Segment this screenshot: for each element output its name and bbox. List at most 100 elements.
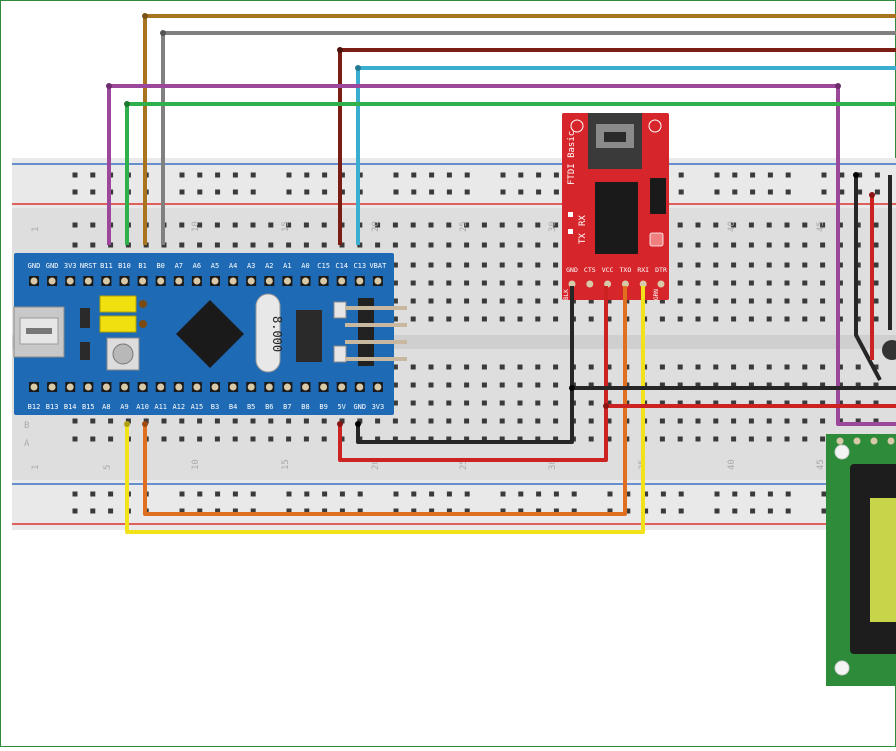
breadboard-hole — [802, 242, 808, 248]
rail-hole — [322, 491, 328, 497]
breadboard-hole — [713, 262, 719, 268]
ftdi-pin-pad — [639, 280, 647, 288]
ftdi-title: FTDI Basic — [567, 131, 577, 185]
stm32-top-pin-label: B1 — [138, 262, 146, 270]
potentiometer-icon — [882, 340, 896, 360]
rail-hole — [411, 189, 417, 195]
breadboard-hole — [428, 382, 434, 388]
rail-hole — [179, 491, 185, 497]
breadboard-hole — [179, 436, 185, 442]
breadboard-hole — [392, 222, 398, 228]
stm32-bottom-pin-label: A12 — [172, 403, 185, 411]
breadboard-hole — [464, 242, 470, 248]
rail-hole — [767, 491, 773, 497]
stm32-bottom-pin-label: A9 — [120, 403, 128, 411]
breadboard-hole — [481, 418, 487, 424]
breadboard-hole — [410, 436, 416, 442]
boot-jumper-1[interactable] — [99, 315, 137, 333]
breadboard-hole — [766, 418, 772, 424]
rail-hole — [429, 508, 435, 514]
rail-hole — [215, 508, 221, 514]
ftdi-chip-icon — [595, 182, 638, 254]
rail-hole — [464, 172, 470, 178]
row-letter-a: A — [24, 439, 30, 449]
reset-button-cap[interactable] — [112, 343, 134, 365]
breadboard-hole — [731, 222, 737, 228]
lcd-pins — [836, 437, 895, 445]
rail-hole — [446, 189, 452, 195]
rail-hole — [678, 508, 684, 514]
pin-pad — [302, 277, 309, 285]
breadboard-hole — [695, 316, 701, 322]
breadboard-hole — [357, 418, 363, 424]
breadboard-hole — [820, 364, 826, 370]
rail-hole — [767, 172, 773, 178]
rail-hole — [732, 172, 738, 178]
rail-hole — [750, 172, 756, 178]
pin-pad — [374, 277, 382, 285]
breadboard-hole — [517, 280, 523, 286]
breadboard-hole — [303, 242, 309, 248]
stm32-bottom-pin-label: B5 — [247, 403, 255, 411]
pin-pad — [211, 383, 219, 391]
breadboard-hole — [464, 400, 470, 406]
rail-hole — [72, 508, 78, 514]
ftdi-pin-pad — [568, 280, 576, 288]
rail-hole — [250, 508, 256, 514]
breadboard-hole — [517, 436, 523, 442]
rail-hole — [339, 189, 345, 195]
breadboard-hole — [855, 400, 861, 406]
breadboard-hole — [837, 364, 843, 370]
ftdi-pin-label: CTS — [584, 266, 596, 274]
breadboard-hole — [517, 418, 523, 424]
breadboard-hole — [748, 382, 754, 388]
rail-hole — [785, 172, 791, 178]
breadboard-hole — [837, 242, 843, 248]
breadboard-hole — [410, 242, 416, 248]
smd-component-icon — [80, 342, 90, 360]
column-number-bottom: 15 — [281, 459, 291, 470]
rail-hole — [660, 491, 666, 497]
rail-hole — [839, 172, 845, 178]
breadboard-hole — [410, 316, 416, 322]
breadboard-hole — [464, 364, 470, 370]
ftdi-pin-label: TXO — [620, 266, 632, 274]
swd-header-pins — [345, 306, 407, 361]
pin-pad — [247, 277, 255, 285]
rail-hole — [874, 172, 880, 178]
rail-hole — [393, 189, 399, 195]
rail-hole — [286, 491, 292, 497]
breadboard-hole — [784, 298, 790, 304]
rail-hole — [411, 508, 417, 514]
breadboard-hole — [695, 242, 701, 248]
rail-hole — [767, 189, 773, 195]
pin-pad — [175, 277, 183, 285]
breadboard-hole — [197, 222, 203, 228]
breadboard-hole — [606, 400, 612, 406]
breadboard-hole — [232, 418, 238, 424]
pin-pad — [229, 383, 237, 391]
column-number-bottom: 5 — [103, 465, 113, 470]
rail-hole — [500, 508, 506, 514]
breadboard-hole — [232, 242, 238, 248]
breadboard-hole — [731, 280, 737, 286]
column-number-top: 10 — [191, 221, 201, 232]
pin-pad — [320, 383, 328, 391]
breadboard-hole — [553, 242, 559, 248]
pin-pad — [247, 383, 255, 391]
breadboard-hole — [606, 382, 612, 388]
rail-hole — [643, 508, 649, 514]
boot-jumper-0[interactable] — [99, 295, 137, 313]
breadboard-hole — [410, 364, 416, 370]
breadboard-hole — [339, 418, 345, 424]
rail-hole — [108, 508, 114, 514]
rail-hole — [571, 508, 577, 514]
breadboard-hole — [802, 316, 808, 322]
breadboard-hole — [90, 242, 96, 248]
stm32-top-pin-label: A7 — [175, 262, 183, 270]
rail-hole — [714, 189, 720, 195]
breadboard-hole — [499, 316, 505, 322]
stm32-bottom-pin-label: B8 — [301, 403, 309, 411]
breadboard-hole — [695, 298, 701, 304]
pin-pad — [121, 277, 128, 285]
